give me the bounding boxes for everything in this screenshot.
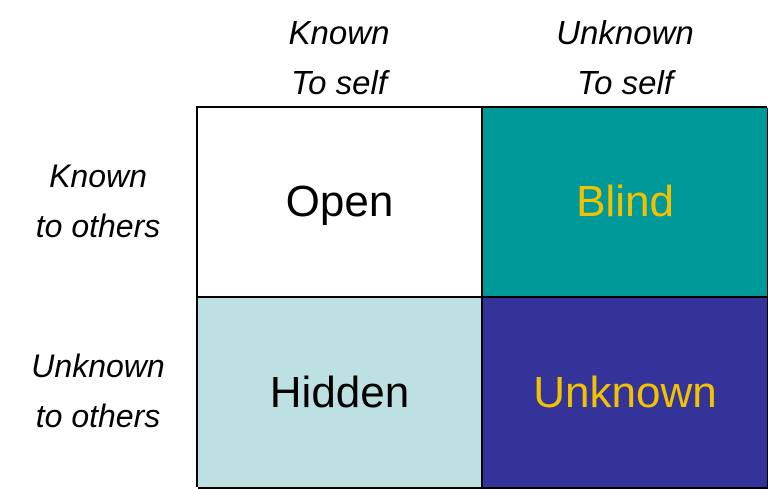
quadrant-label: Unknown — [533, 367, 717, 417]
row-header-line: to others — [35, 398, 161, 434]
quadrant-blind: Blind — [483, 108, 768, 298]
quadrant-label: Open — [285, 177, 394, 226]
row-header-line: Unknown — [31, 348, 165, 384]
quadrant-label: Blind — [576, 177, 674, 226]
row-header-unknown-to-others: Unknown to others — [0, 296, 196, 486]
quadrant-hidden: Hidden — [198, 298, 483, 489]
quadrant-open: Open — [198, 108, 483, 298]
column-header-line: Known — [288, 14, 390, 51]
quadrant-grid: Open Blind Hidden Unknown — [196, 106, 768, 489]
row-header-line: to others — [35, 208, 161, 244]
column-header-unknown-to-self: Unknown To self — [482, 8, 768, 104]
column-header-line: Unknown — [556, 14, 694, 51]
quadrant-unknown: Unknown — [483, 298, 768, 489]
column-header-known-to-self: Known To self — [196, 8, 482, 104]
column-header-line: To self — [576, 64, 673, 101]
row-header-line: Known — [49, 158, 147, 194]
row-header-known-to-others: Known to others — [0, 106, 196, 296]
column-header-line: To self — [290, 64, 387, 101]
quadrant-label: Hidden — [269, 367, 410, 417]
